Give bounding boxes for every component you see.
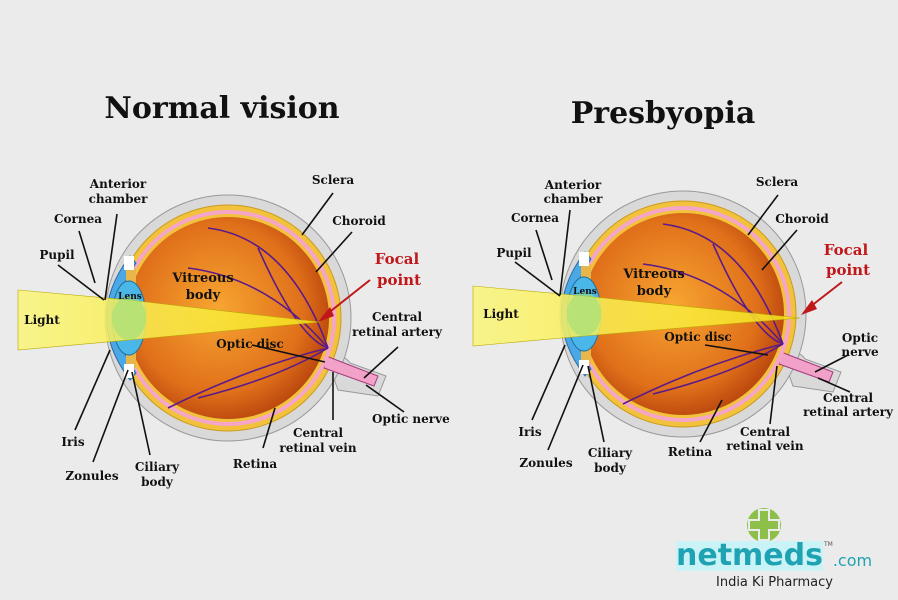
label-vitreous-body: body <box>637 284 672 299</box>
label-vitreous-body: Vitreous <box>622 267 684 282</box>
label-iris: Iris <box>61 435 84 449</box>
retinal-vessel <box>197 347 329 399</box>
label-focal-point: point <box>826 261 870 279</box>
label-optic-nerve: nerve <box>841 345 879 359</box>
plus-cross-icon <box>747 508 781 542</box>
label-lens: Lens <box>573 287 597 297</box>
label-light: Light <box>483 307 519 321</box>
label-vitreous-body: body <box>186 288 221 303</box>
retinal-vessel <box>622 343 784 405</box>
labels-left: Anterior chamber Cornea Pupil Light Lens… <box>24 173 450 489</box>
label-zonules: Zonules <box>65 469 118 483</box>
label-vitreous-body: Vitreous <box>171 271 233 286</box>
label-light: Light <box>24 313 60 327</box>
label-sclera: Sclera <box>756 175 798 189</box>
label-iris: Iris <box>518 425 541 439</box>
lens-overlay <box>112 296 146 340</box>
label-optic-nerve: Optic <box>842 331 878 345</box>
label-zonules: Zonules <box>519 456 572 470</box>
presbyopic-eye <box>472 190 842 438</box>
retinal-vessel <box>257 247 329 349</box>
netmeds-logo: netmeds TM .com India Ki Pharmacy <box>676 505 896 595</box>
retinal-vessel <box>187 267 329 349</box>
label-central-retinal-vein: Central <box>293 426 344 440</box>
label-pupil: Pupil <box>496 246 532 260</box>
logo-tagline: India Ki Pharmacy <box>716 575 833 590</box>
logo-domain: .com <box>832 551 873 570</box>
lens-overlay <box>567 292 601 336</box>
label-central-retinal-artery: retinal artery <box>803 405 894 419</box>
label-ciliary-body: body <box>594 461 627 475</box>
normal-eye <box>17 194 387 442</box>
logo-brand: netmeds <box>676 538 823 573</box>
label-ciliary-body: body <box>141 475 174 489</box>
label-cornea: Cornea <box>54 212 102 226</box>
label-choroid: Choroid <box>775 212 829 226</box>
label-focal-point: Focal <box>824 241 869 259</box>
leader-lines-right <box>514 194 851 451</box>
label-anterior-chamber: chamber <box>89 192 149 206</box>
label-central-retinal-vein: retinal vein <box>726 439 803 453</box>
label-choroid: Choroid <box>332 214 386 228</box>
label-central-retinal-vein: Central <box>740 425 791 439</box>
label-central-retinal-vein: retinal vein <box>279 441 356 455</box>
label-central-retinal-artery: retinal artery <box>352 325 443 339</box>
label-cornea: Cornea <box>511 211 559 225</box>
label-sclera: Sclera <box>312 173 354 187</box>
label-optic-disc: Optic disc <box>216 337 283 351</box>
label-optic-disc: Optic disc <box>664 330 731 344</box>
label-anterior-chamber: chamber <box>544 192 604 206</box>
zonules <box>124 364 134 378</box>
logo-trademark: TM <box>823 541 833 548</box>
label-pupil: Pupil <box>39 248 75 262</box>
label-ciliary-body: Ciliary <box>588 446 633 460</box>
light-beam <box>17 289 321 351</box>
logo-wordmark: netmeds TM .com <box>676 541 872 571</box>
zonules <box>124 256 134 270</box>
zonules <box>579 252 589 266</box>
light-beam <box>472 285 801 347</box>
label-anterior-chamber: Anterior <box>89 177 147 191</box>
label-retina: Retina <box>668 445 712 459</box>
labels-right: Anterior chamber Cornea Pupil Light Lens… <box>483 175 894 475</box>
retinal-vessel <box>207 227 329 349</box>
label-ciliary-body: Ciliary <box>135 460 180 474</box>
label-focal-point: point <box>377 271 421 289</box>
label-optic-nerve: Optic nerve <box>372 412 450 426</box>
title-presbyopia: Presbyopia <box>571 96 756 131</box>
leader-lines-left <box>57 192 405 463</box>
retinal-vessel <box>642 263 784 345</box>
label-retina: Retina <box>233 457 277 471</box>
zonules <box>579 360 589 374</box>
label-anterior-chamber: Anterior <box>544 178 602 192</box>
retinal-vessel <box>167 347 329 409</box>
label-lens: Lens <box>118 292 142 302</box>
label-central-retinal-artery: Central <box>823 391 874 405</box>
label-central-retinal-artery: Central <box>372 310 423 324</box>
retinal-vessel <box>652 343 784 395</box>
label-focal-point: Focal <box>375 250 420 268</box>
title-normal-vision: Normal vision <box>104 91 339 126</box>
